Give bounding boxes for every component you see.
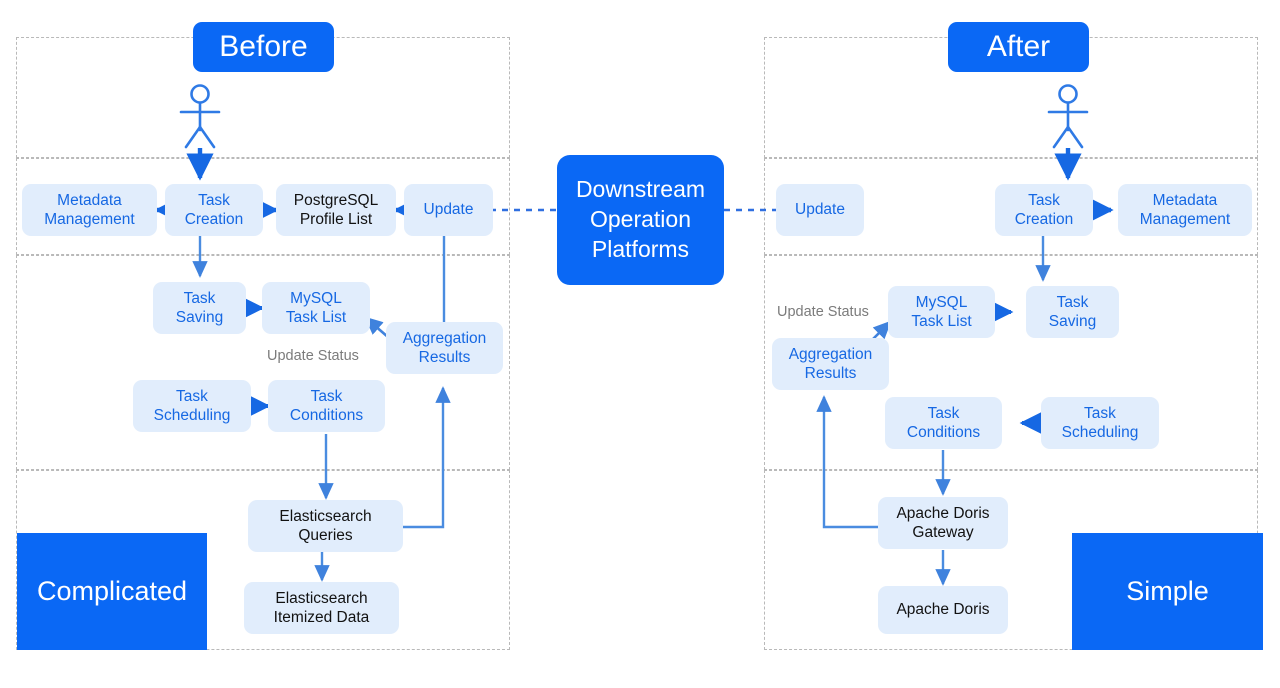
zone-before-apps: [16, 158, 510, 255]
zone-after-services: [764, 255, 1258, 470]
annotation-update-status-before: Update Status: [267, 348, 359, 364]
zone-after-apps: [764, 158, 1258, 255]
panel-title-before: Before: [193, 22, 334, 72]
verdict-banner-before: Complicated: [17, 533, 207, 650]
panel-title-after: After: [948, 22, 1089, 72]
node-label: Update: [795, 201, 845, 219]
annotation-update-status-after: Update Status: [777, 304, 869, 320]
node-label: Update: [423, 201, 474, 219]
zone-before-storage: [16, 470, 510, 650]
node-label: Apache Doris: [896, 601, 990, 619]
node-update-after[interactable]: Update: [776, 184, 864, 236]
hub-label: Downstream Operation Platforms: [575, 176, 706, 262]
node-downstream-operation-platforms[interactable]: Downstream Operation Platforms: [557, 155, 724, 285]
node-update-before[interactable]: Update: [404, 184, 493, 236]
node-apache-doris-after[interactable]: Apache Doris: [878, 586, 1008, 634]
zone-before-services: [16, 255, 510, 470]
verdict-banner-after: Simple: [1072, 533, 1263, 650]
